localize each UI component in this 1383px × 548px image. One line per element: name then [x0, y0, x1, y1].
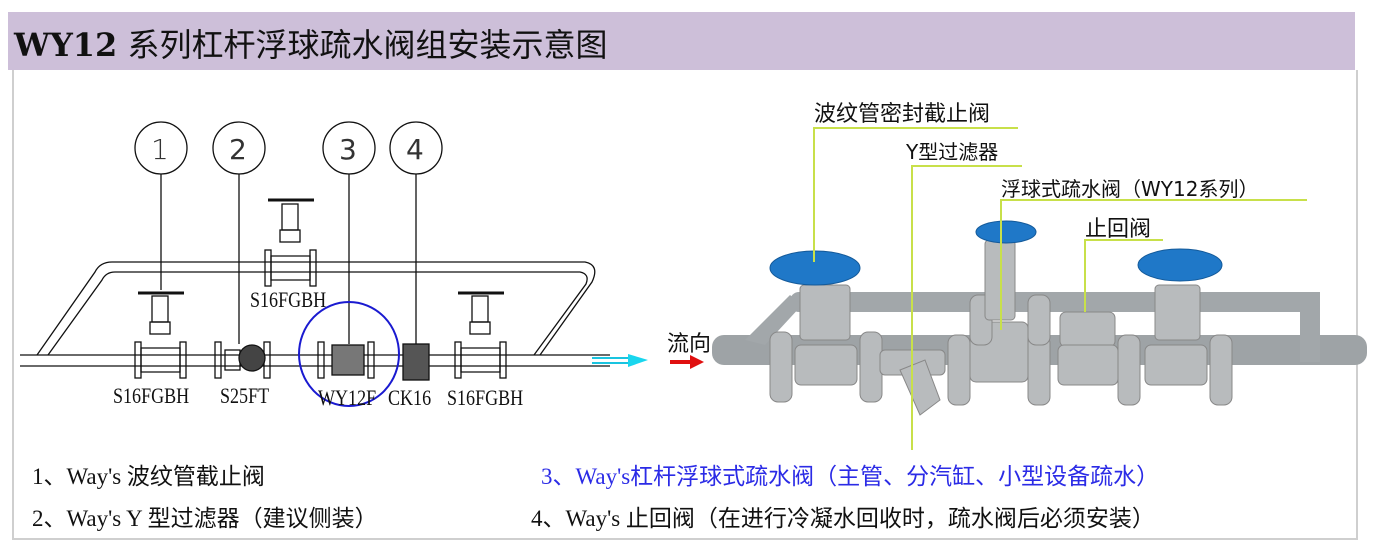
flow-arrow-icon — [670, 355, 704, 369]
label-top-valve: S16FGBH — [250, 287, 327, 312]
callout-circle-3 — [322, 121, 376, 344]
note-4: 4、Way's 止回阀（在进行冷凝水回收时，疏水阀后必须安装） — [531, 506, 1155, 531]
label-check: CK16 — [388, 385, 432, 410]
strainer-symbol — [214, 341, 271, 379]
callout-circle-4 — [389, 121, 443, 344]
title-rest: 系列杠杆浮球疏水阀组安装示意图 — [117, 26, 608, 64]
globe-valve-right — [454, 291, 507, 379]
content-frame — [12, 70, 1358, 540]
photo-label-strainer: Y型过滤器 — [906, 140, 999, 164]
globe-valve-top — [264, 198, 317, 287]
photo-label-check-valve: 止回阀 — [1085, 217, 1152, 242]
label-trap: WY12F — [318, 385, 377, 410]
page-title: WY12 系列杠杆浮球疏水阀组安装示意图 — [14, 20, 608, 66]
note-2: 2、Way's Y 型过滤器（建议侧装） — [32, 506, 378, 531]
callout-2: 2 — [229, 133, 247, 166]
note-3: 3、Way's杠杆浮球式疏水阀（主管、分汽缸、小型设备疏水） — [541, 464, 1160, 489]
label-strainer: S25FT — [220, 383, 270, 408]
check-valve-symbol — [402, 343, 430, 381]
note-1: 1、Way's 波纹管截止阀 — [32, 464, 265, 489]
trap-highlight-circle — [298, 301, 400, 407]
title-band — [8, 12, 1355, 70]
valve-assembly-photo — [712, 220, 1367, 416]
callout-circle-1 — [134, 121, 188, 290]
bypass-pipe — [36, 261, 596, 356]
callout-4: 4 — [406, 133, 424, 166]
outlet-arrow-icon — [592, 354, 648, 367]
callout-1: 1 — [151, 133, 169, 166]
photo-label-trap: 浮球式疏水阀（WY12系列） — [1001, 177, 1259, 201]
main-pipe — [20, 354, 610, 367]
photo-label-globe-valve: 波纹管密封截止阀 — [814, 102, 991, 127]
trap-symbol — [317, 341, 375, 379]
title-bold: WY12 — [14, 26, 118, 64]
leader-lines — [813, 127, 1307, 450]
flow-label: 流向 — [667, 332, 712, 357]
label-valve-left: S16FGBH — [113, 383, 190, 408]
callout-3: 3 — [339, 133, 357, 166]
callout-circle-2 — [212, 121, 266, 344]
globe-valve-left — [134, 291, 187, 379]
label-valve-right: S16FGBH — [447, 385, 524, 410]
